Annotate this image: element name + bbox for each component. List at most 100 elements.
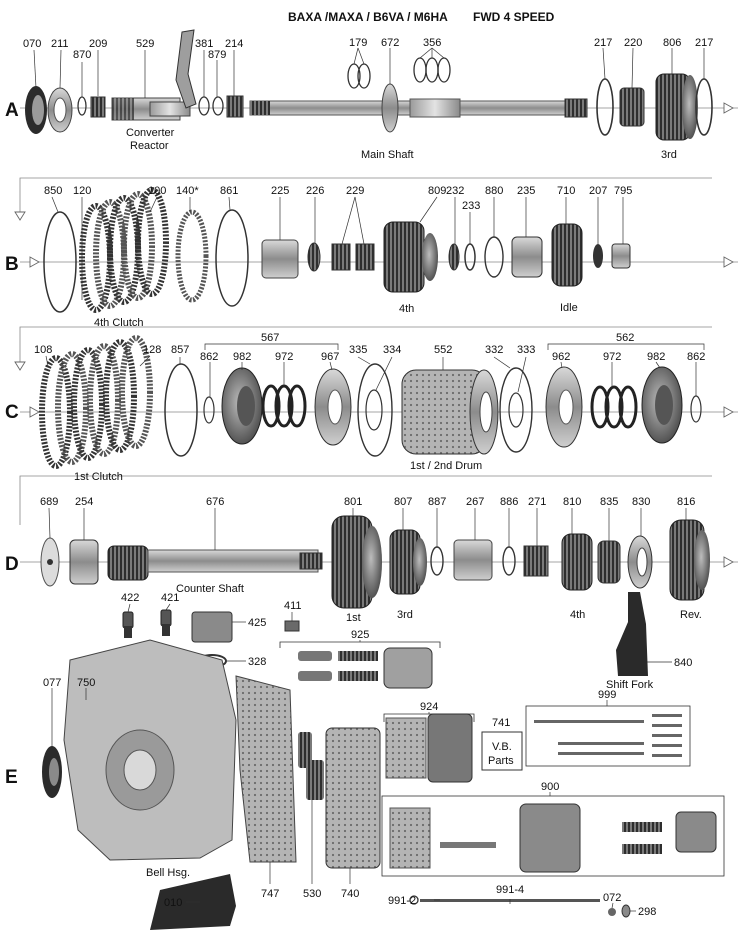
row-e-parts <box>42 592 717 930</box>
part-number: 809 <box>428 185 446 197</box>
row-d-parts <box>40 515 710 609</box>
part-number: 887 <box>428 496 446 508</box>
caption-third-gear-d: 3rd <box>397 609 413 621</box>
part-number: 226 <box>306 185 324 197</box>
part-number: 333 <box>517 344 535 356</box>
caption-vb-parts: Parts <box>488 755 514 767</box>
caption-first-clutch: 1st Clutch <box>74 471 123 483</box>
part-number: 795 <box>614 185 632 197</box>
part-number: 810 <box>563 496 581 508</box>
caption-main-shaft: Main Shaft <box>361 149 414 161</box>
caption-first-gear-d: 1st <box>346 612 361 624</box>
caption-reverse-gear: Rev. <box>680 609 702 621</box>
part-number: 972 <box>603 351 621 363</box>
part-number: 072 <box>603 892 621 904</box>
caption-shift-fork: Shift Fork <box>606 679 654 691</box>
part-number: 741 <box>492 717 510 729</box>
caption-fourth-gear-d: 4th <box>570 609 585 621</box>
part-number: 861 <box>220 185 238 197</box>
row-b-parts <box>43 187 631 313</box>
diagram-subtitle: FWD 4 SPEED <box>473 10 555 24</box>
part-number: 335 <box>349 344 367 356</box>
part-number: 870 <box>73 49 91 61</box>
part-number: 179 <box>349 37 367 49</box>
part-number: 529 <box>136 38 154 50</box>
part-number: 232 <box>446 185 464 197</box>
part-number: 991-4 <box>496 884 524 896</box>
part-number: 880 <box>485 185 503 197</box>
part-number: 552 <box>434 344 452 356</box>
part-number: 217 <box>695 37 713 49</box>
part-number: 356 <box>423 37 441 49</box>
row-label-b: B <box>5 254 19 275</box>
part-number: 381 <box>195 38 213 50</box>
part-number: 900 <box>541 781 559 793</box>
part-number: 211 <box>51 38 69 50</box>
caption-vb: V.B. <box>492 741 512 753</box>
part-number: 835 <box>600 496 618 508</box>
part-number: 886 <box>500 496 518 508</box>
row-a-leaders <box>33 47 705 98</box>
part-number: 422 <box>121 592 139 604</box>
part-number: 425 <box>248 617 266 629</box>
part-number: 254 <box>75 496 93 508</box>
caption-fourth-clutch: 4th Clutch <box>94 317 144 329</box>
diagram-title: BAXA /MAXA / B6VA / M6HA <box>288 10 448 24</box>
part-number: 806 <box>663 37 681 49</box>
part-number: 411 <box>284 600 302 612</box>
part-number: 816 <box>677 496 695 508</box>
part-number: 271 <box>528 496 546 508</box>
part-number: 209 <box>89 38 107 50</box>
part-number: 982 <box>233 351 251 363</box>
caption-third-gear: 3rd <box>661 149 677 161</box>
part-number: 233 <box>462 200 480 212</box>
part-number: 999 <box>598 689 616 701</box>
part-number: 010 <box>164 897 182 909</box>
part-number: 967 <box>321 351 339 363</box>
part-number: 750 <box>77 677 95 689</box>
part-number: 925 <box>351 629 369 641</box>
row-a-parts <box>25 29 713 141</box>
part-number: 807 <box>394 496 412 508</box>
part-number: 100 <box>148 185 166 197</box>
part-number: 801 <box>344 496 362 508</box>
row-c-brackets <box>204 343 705 350</box>
part-number: 267 <box>466 496 484 508</box>
part-number: 235 <box>517 185 535 197</box>
part-number: 862 <box>200 351 218 363</box>
part-number: 740 <box>341 888 359 900</box>
part-number: 140* <box>176 185 199 197</box>
part-number: 108 <box>34 344 52 356</box>
row-c-part-numbers: 108 128 857 567 862 982 972 967 335 334 … <box>34 332 705 363</box>
part-number: 207 <box>589 185 607 197</box>
part-number: 830 <box>632 496 650 508</box>
part-number: 128 <box>143 344 161 356</box>
part-number: 672 <box>381 37 399 49</box>
row-b-part-numbers: 850 120 100 140* 861 225 226 229 809 232… <box>44 185 632 212</box>
row-a-part-numbers: 070 211 870 209 529 381 879 214 179 672 … <box>23 37 713 61</box>
part-number: 334 <box>383 344 401 356</box>
part-number: 421 <box>161 592 179 604</box>
caption-drum: 1st / 2nd Drum <box>410 460 482 472</box>
caption-idle-gear: Idle <box>560 302 578 314</box>
part-number: 676 <box>206 496 224 508</box>
part-number: 217 <box>594 37 612 49</box>
part-number: 710 <box>557 185 575 197</box>
part-number: 328 <box>248 656 266 668</box>
part-number: 982 <box>647 351 665 363</box>
row-label-a: A <box>5 100 19 121</box>
caption-fourth-gear-b: 4th <box>399 303 414 315</box>
part-number: 562 <box>616 332 634 344</box>
part-number: 332 <box>485 344 503 356</box>
row-c-parts <box>39 335 702 469</box>
row-e-leaders <box>51 603 672 912</box>
part-number: 120 <box>73 185 91 197</box>
part-number: 689 <box>40 496 58 508</box>
row-label-e: E <box>5 767 18 788</box>
row-label-c: C <box>5 402 19 423</box>
part-number: 567 <box>261 332 279 344</box>
part-number: 229 <box>346 185 364 197</box>
part-number: 991-2 <box>388 895 416 907</box>
part-number: 879 <box>208 49 226 61</box>
caption-reactor: Reactor <box>130 140 169 152</box>
